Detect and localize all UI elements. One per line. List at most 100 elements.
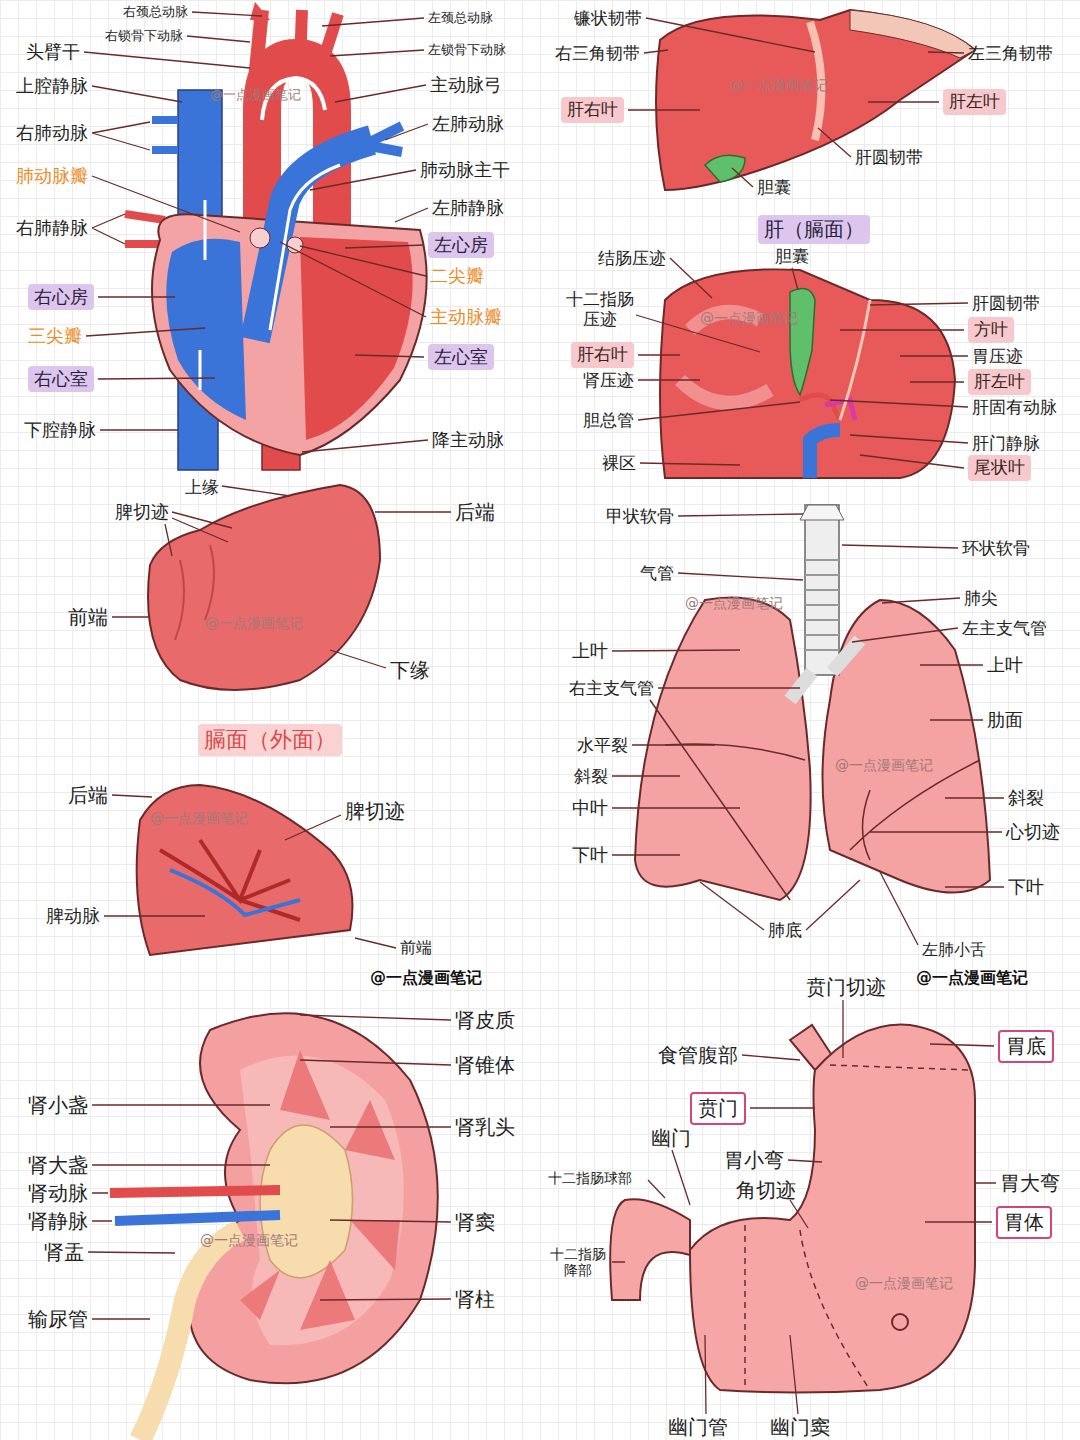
leader-lines — [84, 12, 1004, 1414]
tag-text: 贲门 — [698, 1096, 738, 1120]
tag-text: 右心室 — [34, 368, 88, 389]
tag-text: 胃体 — [1004, 1210, 1044, 1234]
watermark: @一点漫画笔记 — [685, 595, 783, 612]
part-label: 左主支气管 — [962, 618, 1047, 638]
part-label: 肝固有动脉 — [972, 397, 1057, 417]
part-label: 脾切迹 — [345, 799, 405, 823]
tag-text: 左心房 — [434, 234, 488, 255]
label-tag: 膈面（外面） — [198, 724, 342, 756]
part-label: 肺尖 — [964, 588, 998, 608]
part-label: 幽门 — [651, 1126, 691, 1150]
part-label: 下缘 — [390, 658, 430, 682]
part-label: 右主支气管 — [569, 678, 654, 698]
watermark: @一点漫画笔记 — [210, 87, 301, 103]
heart-drawing — [125, 2, 427, 470]
tag-text: 右心房 — [34, 286, 88, 307]
part-label: 右锁骨下动脉 — [105, 28, 183, 44]
part-label: @一点漫画笔记 — [370, 968, 482, 987]
part-label: 肾静脉 — [28, 1209, 88, 1233]
part-label: 肾窦 — [455, 1210, 495, 1234]
part-label: 心切迹 — [1006, 821, 1060, 843]
tag-text: 尾状叶 — [974, 457, 1025, 477]
part-label: @一点漫画笔记 — [916, 968, 1028, 987]
part-label: 后端 — [68, 783, 108, 807]
part-label: 左肺小舌 — [922, 940, 986, 959]
tag-text: 膈面（外面） — [204, 727, 336, 752]
part-label: 上叶 — [987, 654, 1023, 676]
part-label: 肺动脉瓣 — [16, 165, 88, 187]
part-label: 胆囊 — [775, 246, 809, 266]
part-label: 右颈总动脉 — [123, 4, 188, 20]
part-label: 角切迹 — [736, 1178, 796, 1202]
part-label: 肾压迹 — [583, 370, 634, 390]
part-label: 脾切迹 — [115, 501, 169, 523]
part-label: 脾动脉 — [46, 905, 100, 927]
watermark: @一点漫画笔记 — [855, 1275, 953, 1292]
part-label: 幽门窦 — [770, 1415, 830, 1439]
watermark: @一点漫画笔记 — [835, 757, 933, 774]
part-label: 右三角韧带 — [555, 43, 640, 63]
part-label: 胃小弯 — [724, 1148, 784, 1172]
part-label: 前端 — [68, 605, 108, 629]
label-tag: 胃体 — [996, 1206, 1052, 1239]
part-label: 十二指肠 压迹 — [566, 290, 634, 329]
part-label: 贲门切迹 — [806, 975, 886, 999]
label-tag: 右心房 — [28, 284, 94, 311]
part-label: 左锁骨下动脉 — [428, 42, 506, 58]
label-tag: 胃底 — [998, 1030, 1054, 1063]
watermark: @一点漫画笔记 — [200, 1232, 298, 1249]
watermark: @一点漫画笔记 — [700, 310, 798, 327]
label-tag: 肝（膈面） — [758, 215, 870, 244]
label-tag: 肝左叶 — [968, 369, 1031, 394]
part-label: 左肺静脉 — [432, 197, 504, 219]
watermark: @一点漫画笔记 — [150, 810, 248, 827]
label-tag: 右心室 — [28, 366, 94, 393]
part-label: 胃大弯 — [1000, 1171, 1060, 1195]
label-tag: 肝右叶 — [571, 342, 634, 367]
part-label: 肝门静脉 — [972, 433, 1040, 453]
part-label: 胃压迹 — [972, 346, 1023, 366]
part-label: 肾小盏 — [28, 1093, 88, 1117]
part-label: 肾锥体 — [455, 1053, 515, 1077]
part-label: 主动脉弓 — [430, 74, 502, 96]
part-label: 肋面 — [987, 709, 1023, 731]
part-label: 上叶 — [572, 640, 608, 662]
part-label: 气管 — [640, 563, 674, 583]
liver-top-drawing — [656, 10, 975, 190]
part-label: 裸区 — [602, 453, 636, 473]
part-label: 左颈总动脉 — [428, 10, 493, 26]
watermark: @一点漫画笔记 — [730, 77, 828, 94]
part-label: 中叶 — [572, 797, 608, 819]
part-label: 幽门管 — [668, 1415, 728, 1439]
tag-text: 肝左叶 — [974, 371, 1025, 391]
tag-text: 肝右叶 — [567, 99, 618, 119]
part-label: 前端 — [400, 938, 432, 957]
label-tag: 肝左叶 — [943, 89, 1006, 114]
watermark: @一点漫画笔记 — [205, 615, 303, 632]
label-tag: 尾状叶 — [968, 455, 1031, 480]
part-label: 食管腹部 — [658, 1043, 738, 1067]
part-label: 后端 — [455, 500, 495, 524]
part-label: 肝圆韧带 — [855, 147, 923, 167]
tag-text: 肝右叶 — [577, 344, 628, 364]
tag-text: 胃底 — [1006, 1034, 1046, 1058]
part-label: 右肺动脉 — [16, 122, 88, 144]
part-label: 输尿管 — [28, 1307, 88, 1331]
part-label: 下腔静脉 — [24, 419, 96, 441]
tag-text: 肝（膈面） — [764, 217, 864, 241]
tag-text: 方叶 — [974, 319, 1008, 339]
label-tag: 肝右叶 — [561, 97, 624, 122]
part-label: 斜裂 — [574, 766, 608, 786]
part-label: 肺动脉主干 — [420, 159, 510, 181]
part-label: 水平裂 — [577, 735, 628, 755]
label-tag: 左心室 — [428, 344, 494, 371]
part-label: 肾乳头 — [455, 1115, 515, 1139]
part-label: 十二指肠球部 — [548, 1170, 632, 1187]
part-label: 肝圆韧带 — [972, 293, 1040, 313]
part-label: 二尖瓣 — [430, 265, 484, 287]
tag-text: 肝左叶 — [949, 91, 1000, 111]
lung-drawing — [635, 505, 990, 900]
stomach-drawing — [610, 1025, 975, 1393]
